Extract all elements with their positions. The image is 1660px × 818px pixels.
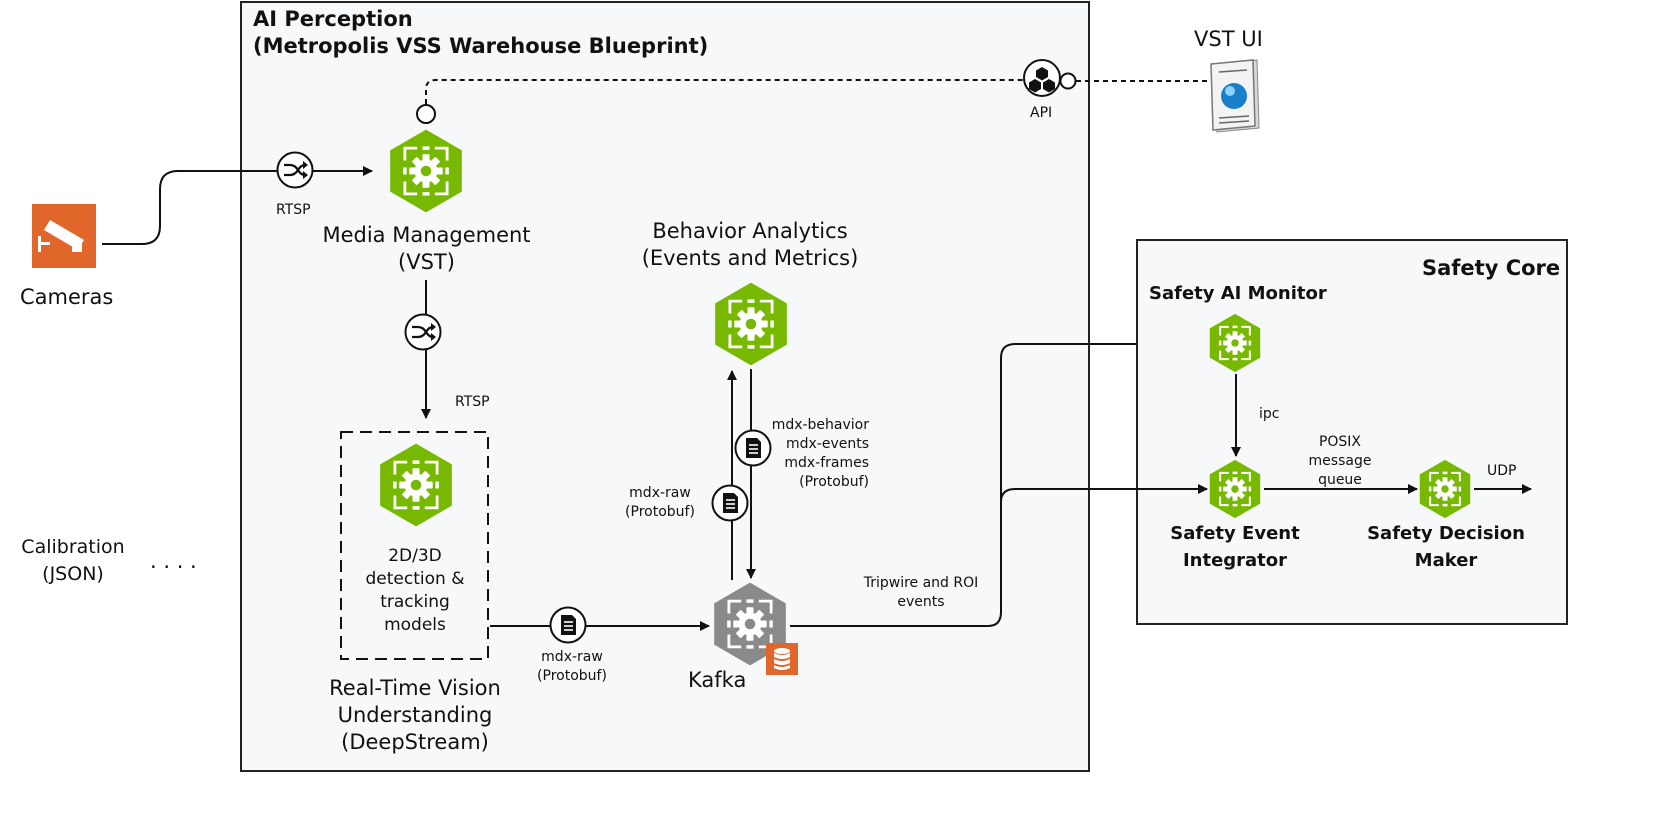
calibration-dots: . . . . — [150, 549, 197, 573]
tripwire-label: Tripwire and ROI events — [863, 575, 979, 610]
mdx-topics-label: mdx-behavior mdx-events mdx-frames (Prot… — [771, 417, 869, 490]
deepstream-gear-icon — [378, 441, 454, 529]
ipc-label: ipc — [1259, 406, 1280, 422]
database-icon — [766, 643, 798, 675]
calibration-label: Calibration (JSON) — [21, 536, 125, 585]
mdx-raw-left-label: mdx-raw (Protobuf) — [625, 485, 695, 520]
rtsp-label: RTSP — [455, 394, 490, 410]
document-icon — [734, 429, 772, 467]
mdx-raw-bottom-label: mdx-raw (Protobuf) — [537, 649, 607, 684]
media-management-gear-icon — [388, 127, 464, 215]
behavior-analytics-gear-icon — [713, 280, 789, 368]
safety-ai-monitor-label: Safety AI Monitor — [1149, 283, 1327, 304]
cameras-label: Cameras — [20, 285, 114, 309]
api-hub-icon — [1023, 59, 1061, 97]
safety-core-title: Safety Core — [1422, 256, 1561, 280]
ai-perception-title: AI Perception (Metropolis VSS Warehouse … — [253, 7, 709, 58]
safety-event-integrator-gear-icon — [1208, 458, 1262, 520]
rtvu-label: Real-Time Vision Understanding (DeepStre… — [329, 676, 501, 754]
kafka-to-event-integrator-connector — [1000, 484, 1208, 503]
safety-event-integrator-label: Safety Event Integrator — [1170, 523, 1300, 571]
posix-label: POSIX message queue — [1308, 434, 1372, 488]
deepstream-models-label: 2D/3D detection & tracking models — [365, 546, 465, 635]
vst-api-port — [416, 104, 436, 124]
kafka-to-safety-connector — [790, 343, 1136, 627]
rtsp-label: RTSP — [276, 202, 311, 218]
shuffle-icon — [404, 313, 442, 351]
camera-icon — [32, 204, 96, 268]
kafka-label: Kafka — [688, 668, 747, 692]
media-management-label: Media Management (VST) — [322, 223, 531, 274]
monitor-globe-icon — [1210, 59, 1260, 133]
safety-ai-monitor-gear-icon — [1208, 312, 1262, 374]
api-port — [1059, 72, 1077, 90]
vst-ui-label: VST UI — [1194, 27, 1263, 51]
api-dashed-connector — [425, 79, 1023, 104]
shuffle-icon — [276, 151, 314, 189]
udp-label: UDP — [1487, 463, 1517, 479]
ai-perception-panel — [240, 1, 1090, 772]
safety-decision-maker-gear-icon — [1418, 458, 1472, 520]
camera-rtsp-connector — [102, 166, 373, 245]
safety-decision-maker-label: Safety Decision Maker — [1367, 523, 1525, 571]
document-icon — [549, 606, 587, 644]
safety-core-panel — [1136, 239, 1568, 625]
document-icon — [711, 484, 749, 522]
api-label: API — [1030, 105, 1053, 121]
deepstream-dashed-box — [340, 431, 489, 660]
behavior-analytics-label: Behavior Analytics (Events and Metrics) — [641, 219, 859, 270]
